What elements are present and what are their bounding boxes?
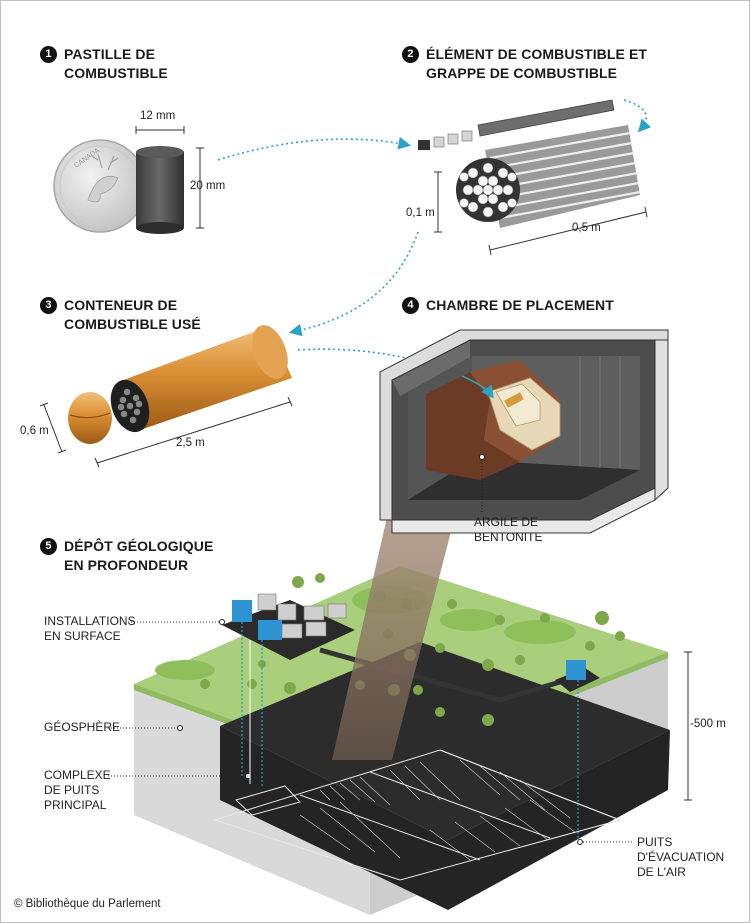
fuel-bundle-icon [456, 125, 641, 228]
geosphere-label: GÉOSPHÈRE [44, 720, 121, 734]
container-dimension-lines [39, 396, 293, 468]
step-2-title: 2 ÉLÉMENT DE COMBUSTIBLE ET GRAPPE DE CO… [402, 45, 647, 83]
fuel-pellet-icon [136, 146, 184, 234]
pellet-height-label: 20 mm [190, 180, 226, 192]
bundle-length-label: 0,5 m [572, 222, 601, 234]
flow-arrow-1 [217, 136, 412, 161]
step-1-title: 1 PASTILLE DE COMBUSTIBLE [40, 45, 168, 83]
air-shaft-label: PUITS D'ÉVACUATION DE L'AIR [637, 835, 725, 879]
placement-room-icon [379, 329, 669, 534]
bentonite-label: ARGILE DE BENTONITE [474, 515, 543, 544]
bentonite-leader [479, 454, 485, 512]
step-5-title: 5 DÉPÔT GÉOLOGIQUE EN PROFONDEUR [40, 537, 213, 575]
flow-arrow-4 [461, 375, 494, 399]
repository-leaders [108, 621, 632, 843]
flow-arrow-element [623, 99, 652, 133]
step-3-title: 3 CONTENEUR DE COMBUSTIBLE USÉ [40, 296, 201, 334]
surface-installations-label: INSTALLATIONS EN SURFACE [44, 614, 136, 643]
fuel-element-icon [418, 99, 615, 150]
copyright: © Bibliothèque du Parlement [14, 898, 161, 910]
coin-icon: CANADA [53, 139, 147, 233]
flow-arrow-2 [288, 231, 419, 337]
bundle-dimension-lines [434, 171, 648, 256]
pellet-dimension-lines [135, 126, 204, 229]
pellet-width-label: 12 mm [140, 110, 176, 122]
shaft-complex-label: COMPLEXE DE PUITS PRINCIPAL [44, 768, 111, 812]
container-diameter-label: 0,6 m [20, 425, 49, 437]
bundle-diameter-label: 0,1 m [406, 207, 435, 219]
container-icon [68, 325, 292, 444]
container-length-label: 2,5 m [176, 437, 205, 449]
step-4-title: 4 CHAMBRE DE PLACEMENT [402, 296, 614, 315]
depth-label: -500 m [690, 718, 726, 730]
depth-dimension-line [684, 651, 692, 801]
